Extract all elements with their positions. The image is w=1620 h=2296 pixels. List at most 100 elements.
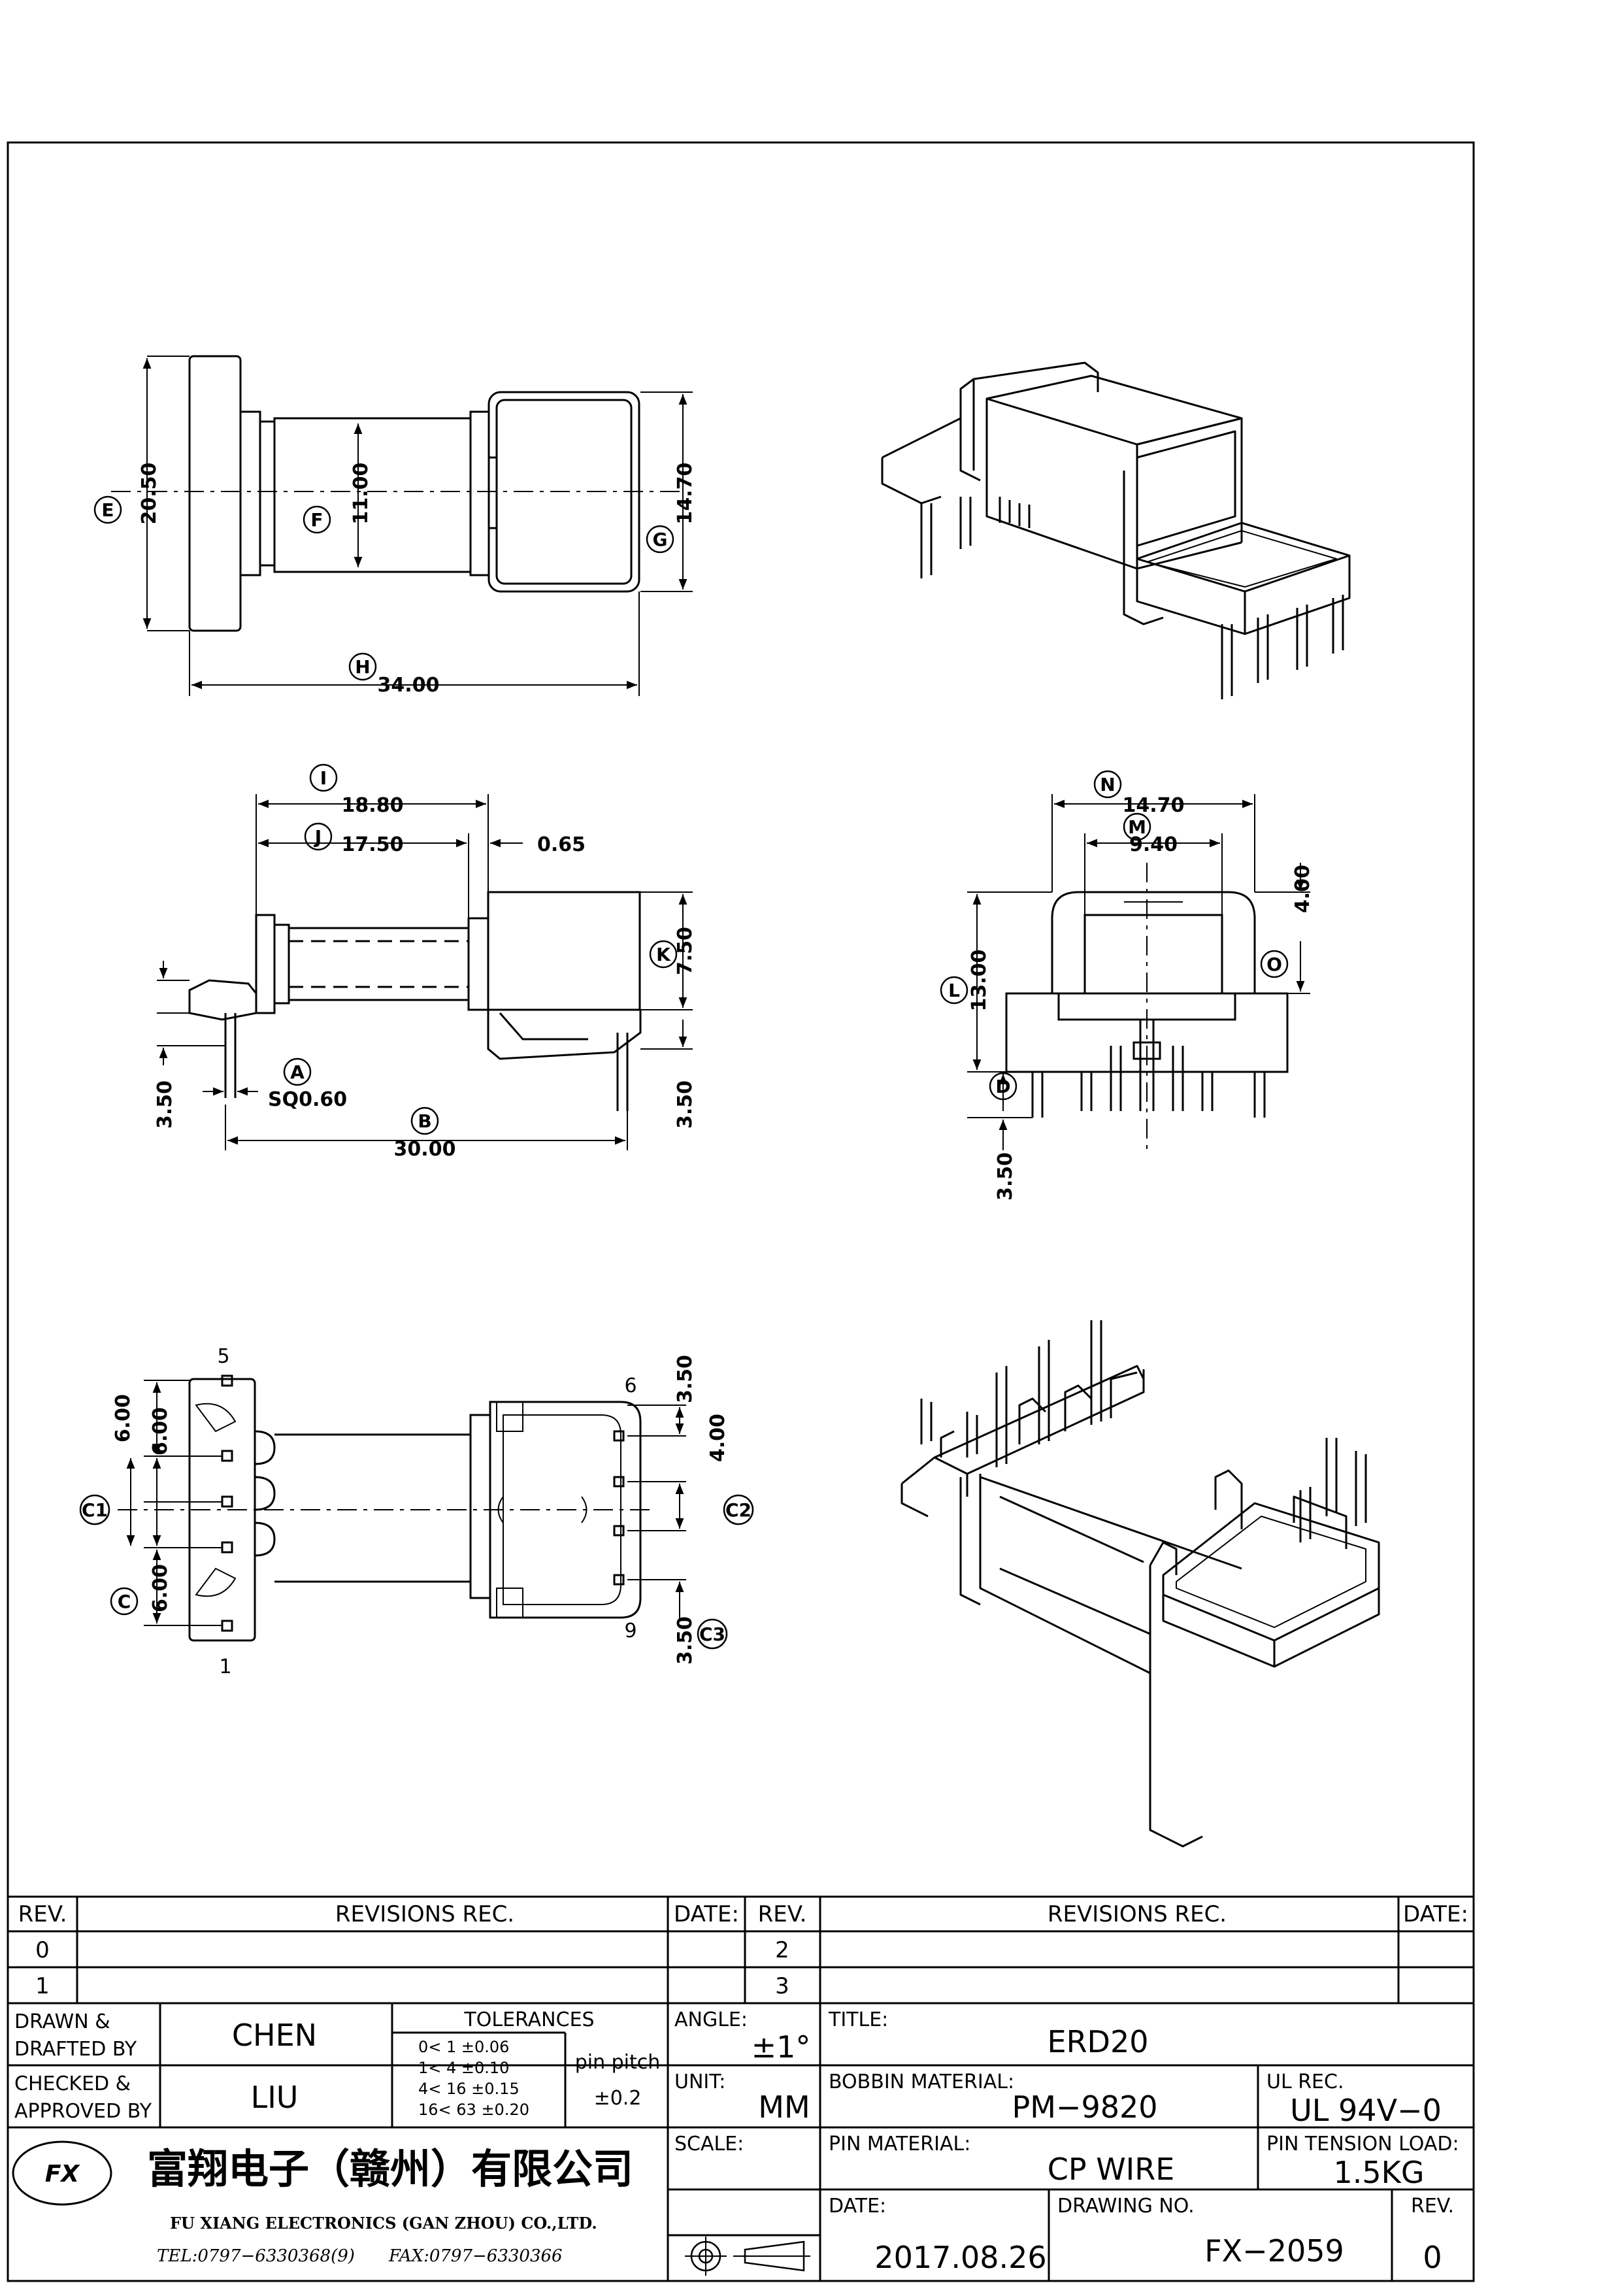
pin-number-5: 5 [217, 1345, 229, 1368]
tolerance-row-4: 16< 63 ±0.20 [418, 2101, 529, 2119]
rev-header-left: REV. [18, 1901, 67, 1927]
dim-c3-top: 3.50 [674, 1355, 697, 1403]
date-header-left: DATE: [674, 1901, 739, 1927]
ul-rec-label: UL REC. [1266, 2071, 1344, 2093]
bobbin-material-value: PM−9820 [1012, 2089, 1157, 2125]
dim-c-bottom: 6.00 [149, 1564, 172, 1612]
rev-row-1: 1 [35, 1973, 50, 1999]
dim-f-value: 11.00 [350, 463, 372, 525]
top-view [93, 355, 693, 696]
logo-text: FX [45, 2161, 81, 2188]
dim-c2-value: 4.00 [706, 1414, 729, 1462]
approved-by-value: LIU [251, 2080, 299, 2115]
company-name-en: FU XIANG ELECTRONICS (GAN ZHOU) CO.,LTD. [170, 2214, 597, 2233]
company-logo [12, 2140, 112, 2206]
pin-material-value: CP WIRE [1048, 2152, 1175, 2187]
revisions-header-right: REVISIONS REC. [1048, 1901, 1227, 1927]
label-k: K [656, 944, 671, 965]
side-view [157, 763, 693, 1150]
company-tel: TEL:0797−6330368(9) [157, 2246, 355, 2266]
company-fax: FAX:0797−6330366 [388, 2246, 563, 2266]
isometric-view-bottom [901, 1320, 1380, 1848]
unit-value: MM [758, 2089, 810, 2125]
drawn-by-value: CHEN [232, 2018, 317, 2053]
pin-number-6: 6 [624, 1374, 636, 1397]
drawn-label-2: DRAFTED BY [14, 2038, 137, 2061]
label-m: M [1128, 816, 1146, 838]
tolerance-row-2: 1< 4 ±0.10 [418, 2059, 509, 2077]
unit-label: UNIT: [674, 2071, 725, 2093]
dim-b-value: 30.00 [394, 1138, 456, 1161]
dim-n-value: 14.70 [1123, 794, 1185, 817]
rev-row-2: 2 [775, 1937, 789, 1963]
label-c2: C2 [725, 1499, 752, 1521]
dim-pin-left: 3.50 [154, 1080, 176, 1129]
pin-pitch-label: pin pitch [575, 2051, 661, 2074]
rev-row-0: 0 [35, 1937, 50, 1963]
dim-e-value: 20.50 [138, 463, 161, 525]
label-g: G [653, 529, 668, 550]
date-value: 2017.08.26 [874, 2240, 1046, 2275]
date-header-right: DATE: [1403, 1901, 1468, 1927]
dim-gap-value: 0.65 [537, 833, 586, 856]
pin-tension-label: PIN TENSION LOAD: [1266, 2133, 1459, 2155]
pin-number-9: 9 [624, 1620, 636, 1642]
label-d: D [995, 1076, 1010, 1097]
dim-j-value: 17.50 [342, 833, 404, 856]
dim-m-value: 9.40 [1129, 833, 1178, 856]
dim-h-value: 34.00 [378, 674, 440, 697]
pin-number-1: 1 [219, 1655, 231, 1678]
pin-pitch-value: ±0.2 [594, 2087, 642, 2110]
revisions-header-left: REVISIONS REC. [335, 1901, 514, 1927]
dim-d-value: 3.50 [994, 1152, 1017, 1201]
end-view [940, 770, 1310, 1150]
label-l: L [948, 980, 960, 1001]
dim-i-value: 18.80 [342, 794, 404, 817]
checked-label-2: APPROVED BY [14, 2100, 152, 2123]
drawing-no-label: DRAWING NO. [1057, 2195, 1195, 2218]
drawn-label-1: DRAWN & [14, 2010, 110, 2033]
tolerance-row-3: 4< 16 ±0.15 [418, 2080, 520, 2098]
angle-label: ANGLE: [674, 2008, 748, 2031]
label-j: J [314, 826, 322, 848]
sheet-border [7, 141, 1475, 2282]
dim-c-top-a: 6.00 [112, 1394, 135, 1442]
label-f: F [310, 509, 323, 531]
title-value: ERD20 [1048, 2024, 1149, 2059]
date-label: DATE: [829, 2195, 886, 2218]
dim-k-value: 7.50 [674, 927, 697, 975]
rev-header-right: REV. [758, 1901, 807, 1927]
label-i: I [320, 767, 327, 789]
angle-value: ±1° [752, 2029, 811, 2065]
label-c: C [118, 1591, 131, 1612]
label-o: O [1266, 954, 1282, 975]
rev-row-3: 3 [775, 1973, 789, 1999]
title-label: TITLE: [828, 2008, 888, 2031]
drawing-no-value: FX−2059 [1204, 2233, 1344, 2269]
isometric-view-top [881, 361, 1351, 699]
scale-label: SCALE: [674, 2133, 744, 2155]
rev-label: REV. [1411, 2195, 1454, 2218]
bottom-view [79, 1374, 754, 1650]
checked-label-1: CHECKED & [14, 2072, 131, 2095]
dim-g-value: 14.70 [674, 463, 697, 525]
bobbin-material-label: BOBBIN MATERIAL: [829, 2071, 1014, 2093]
title-block [8, 1895, 1474, 2281]
pin-material-label: PIN MATERIAL: [829, 2133, 970, 2155]
label-b: B [418, 1110, 431, 1132]
ul-rec-value: UL 94V−0 [1290, 2093, 1442, 2128]
dim-a-value: SQ0.60 [268, 1088, 347, 1111]
dim-o-value: 4.00 [1291, 865, 1314, 913]
tolerances-title: TOLERANCES [463, 2008, 594, 2031]
tolerance-row-1: 0< 1 ±0.06 [418, 2038, 509, 2056]
pin-tension-value: 1.5KG [1334, 2155, 1425, 2190]
dim-pin-right: 3.50 [674, 1080, 697, 1129]
company-name-cn: 富翔电子（赣州）有限公司 [147, 2145, 633, 2193]
label-n: N [1100, 774, 1115, 795]
label-c3: C3 [699, 1623, 725, 1645]
label-a: A [290, 1061, 305, 1083]
dim-c3-bottom: 3.50 [674, 1616, 697, 1665]
label-c1: C1 [82, 1499, 108, 1521]
